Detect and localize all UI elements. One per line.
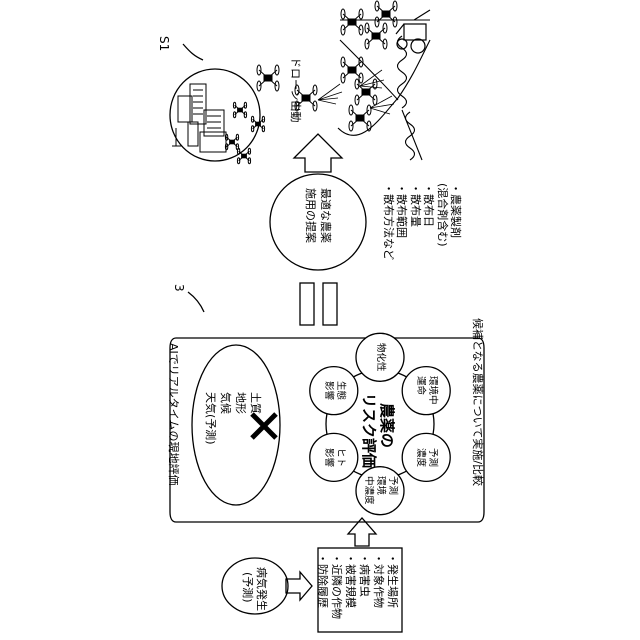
risk-item-line: 予測 [426, 448, 438, 467]
risk-item-line: ヒト [334, 448, 346, 467]
input-list-item: ・防除履歴 [315, 553, 329, 619]
disease-line-1: 病気発生 [254, 567, 268, 611]
drone-icon [225, 134, 238, 150]
risk-item-label: ヒト影響 [322, 448, 346, 467]
output-list-item: ・散布日 [422, 183, 435, 260]
input-list-item: ・病害虫 [357, 553, 371, 619]
equals-bar-right [323, 283, 337, 325]
input-list-item: ・対象作物 [371, 553, 385, 619]
output-list: ・農薬製剤(混合剤含む)・散布日・散布量・散布範囲・散布方法など [382, 183, 462, 260]
disease-label: 病気発生 (予測) [241, 567, 269, 611]
output-list-item: ・散布方法など [382, 183, 395, 260]
optimal-label: 最適な農薬 施用の提案 [302, 188, 332, 243]
tractor-icon [396, 24, 426, 53]
ref3-label: 3 [171, 284, 186, 292]
input-list-item: ・発生場所 [385, 553, 399, 619]
bottom-note: 候補となる農薬について実施/比較 [470, 318, 484, 486]
condition-item: 気候 [217, 392, 232, 445]
output-list-item: (混合剤含む) [435, 183, 448, 260]
s1-leader [183, 44, 203, 60]
drone-launch-label: ドローン出動 [288, 57, 302, 122]
output-list-item: ・農薬製剤 [449, 183, 462, 260]
risk-item-line: 環境 [374, 476, 386, 505]
risk-item-line: 環境中 [426, 376, 438, 405]
risk-item-label: 環境中運命 [414, 376, 438, 405]
risk-item-line: 中濃度 [362, 476, 374, 505]
risk-item-label: 予測環境中濃度 [362, 476, 398, 505]
risk-title-line-1: 農薬の [378, 393, 396, 468]
output-list-item: ・散布量 [408, 183, 421, 260]
risk-item-label: 物化性 [374, 343, 386, 372]
input-list: ・発生場所・対象作物・病害虫・被害規模・近隣の作物・防除履歴 [315, 553, 399, 619]
risk-item-line: 予測 [386, 476, 398, 505]
risk-item-line: 濃度 [414, 448, 426, 467]
arrow-disease-to-input [286, 572, 312, 600]
ai-evaluation-title: AIでリアルタイムの現地評価 [166, 343, 180, 485]
risk-item-line: 運命 [414, 376, 426, 405]
risk-title-line-2: リスク評価 [360, 393, 378, 468]
disease-line-2: (予測) [241, 567, 255, 611]
risk-title: 農薬の リスク評価 [360, 393, 396, 468]
drone-icon [349, 105, 371, 131]
condition-list: 土質地形気候天気(予測) [203, 392, 262, 445]
arrow-to-drones [294, 134, 342, 172]
input-list-item: ・被害規模 [343, 553, 357, 619]
risk-item-label: 生態影響 [322, 381, 346, 400]
risk-item-label: 予測濃度 [414, 448, 438, 467]
condition-item: 天気(予測) [203, 392, 218, 445]
condition-item: 土質 [247, 392, 262, 445]
risk-item-line: 物化性 [374, 343, 386, 372]
city-buildings [172, 84, 226, 152]
optimal-line-2: 施用の提案 [302, 188, 317, 243]
equals-bar-left [300, 283, 314, 325]
condition-item: 地形 [232, 392, 247, 445]
drone-icon [341, 57, 363, 83]
spray-lines [318, 70, 394, 114]
ref3-leader [188, 292, 204, 312]
drone-icon [233, 102, 246, 118]
drones [225, 1, 397, 164]
input-list-item: ・近隣の作物 [329, 553, 343, 619]
optimal-line-1: 最適な農薬 [317, 188, 332, 243]
drone-icon [257, 65, 279, 91]
s1-label: S1 [156, 36, 171, 51]
risk-item-line: 影響 [322, 448, 334, 467]
output-list-item: ・散布範囲 [395, 183, 408, 260]
risk-item-line: 生態 [334, 381, 346, 400]
risk-item-line: 影響 [322, 381, 334, 400]
drone-icon [341, 9, 363, 35]
